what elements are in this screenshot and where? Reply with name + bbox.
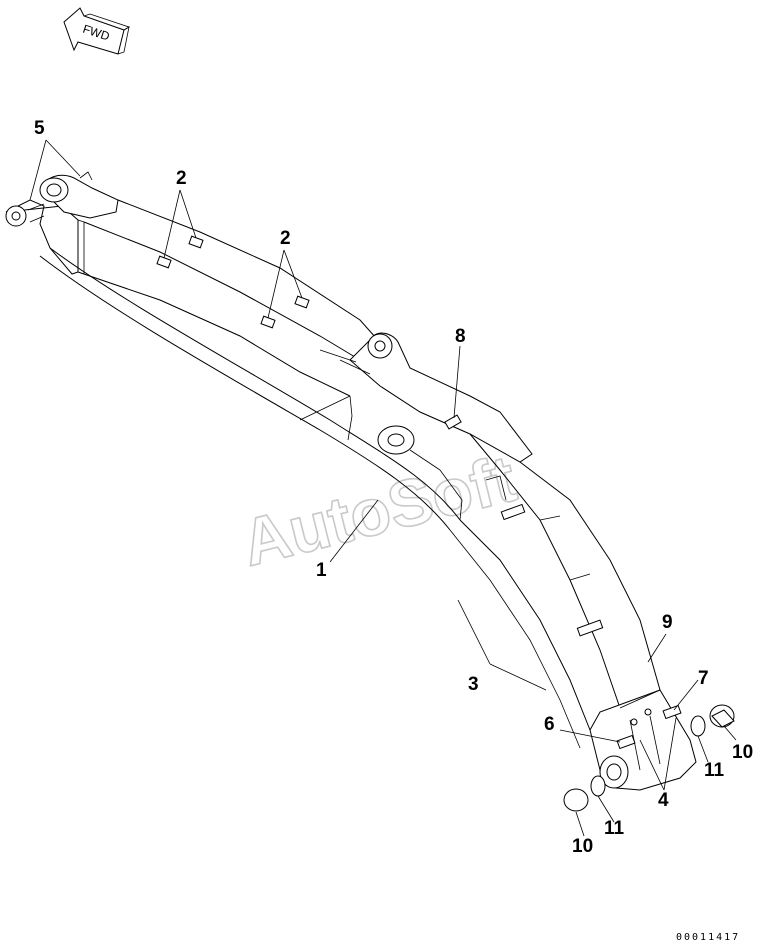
watermark-text: AutoSoft: [234, 441, 522, 580]
pad-icons: [156, 235, 682, 750]
callout-11-right: 11: [704, 760, 725, 781]
callout-11-left: 11: [604, 818, 625, 839]
callout-4: 4: [658, 790, 669, 811]
callout-3: 3: [468, 674, 479, 695]
fwd-arrow-icon: FWD: [63, 7, 130, 55]
callout-10-right: 10: [732, 742, 753, 763]
callouts: 5 2 2 8 1 3 9 7 6 10 11 4 11 10: [34, 118, 753, 857]
callout-2-rear: 2: [280, 228, 291, 249]
callout-8: 8: [455, 326, 466, 347]
callout-1: 1: [316, 560, 327, 581]
leader-lines: [29, 139, 737, 837]
callout-5: 5: [34, 118, 45, 139]
callout-2-front: 2: [176, 168, 187, 189]
document-number: 00011417: [676, 932, 740, 943]
callout-6: 6: [544, 714, 555, 735]
bushing-icons: [563, 704, 735, 812]
callout-7: 7: [698, 668, 709, 689]
callout-9: 9: [662, 612, 673, 633]
callout-10-left: 10: [572, 836, 593, 857]
